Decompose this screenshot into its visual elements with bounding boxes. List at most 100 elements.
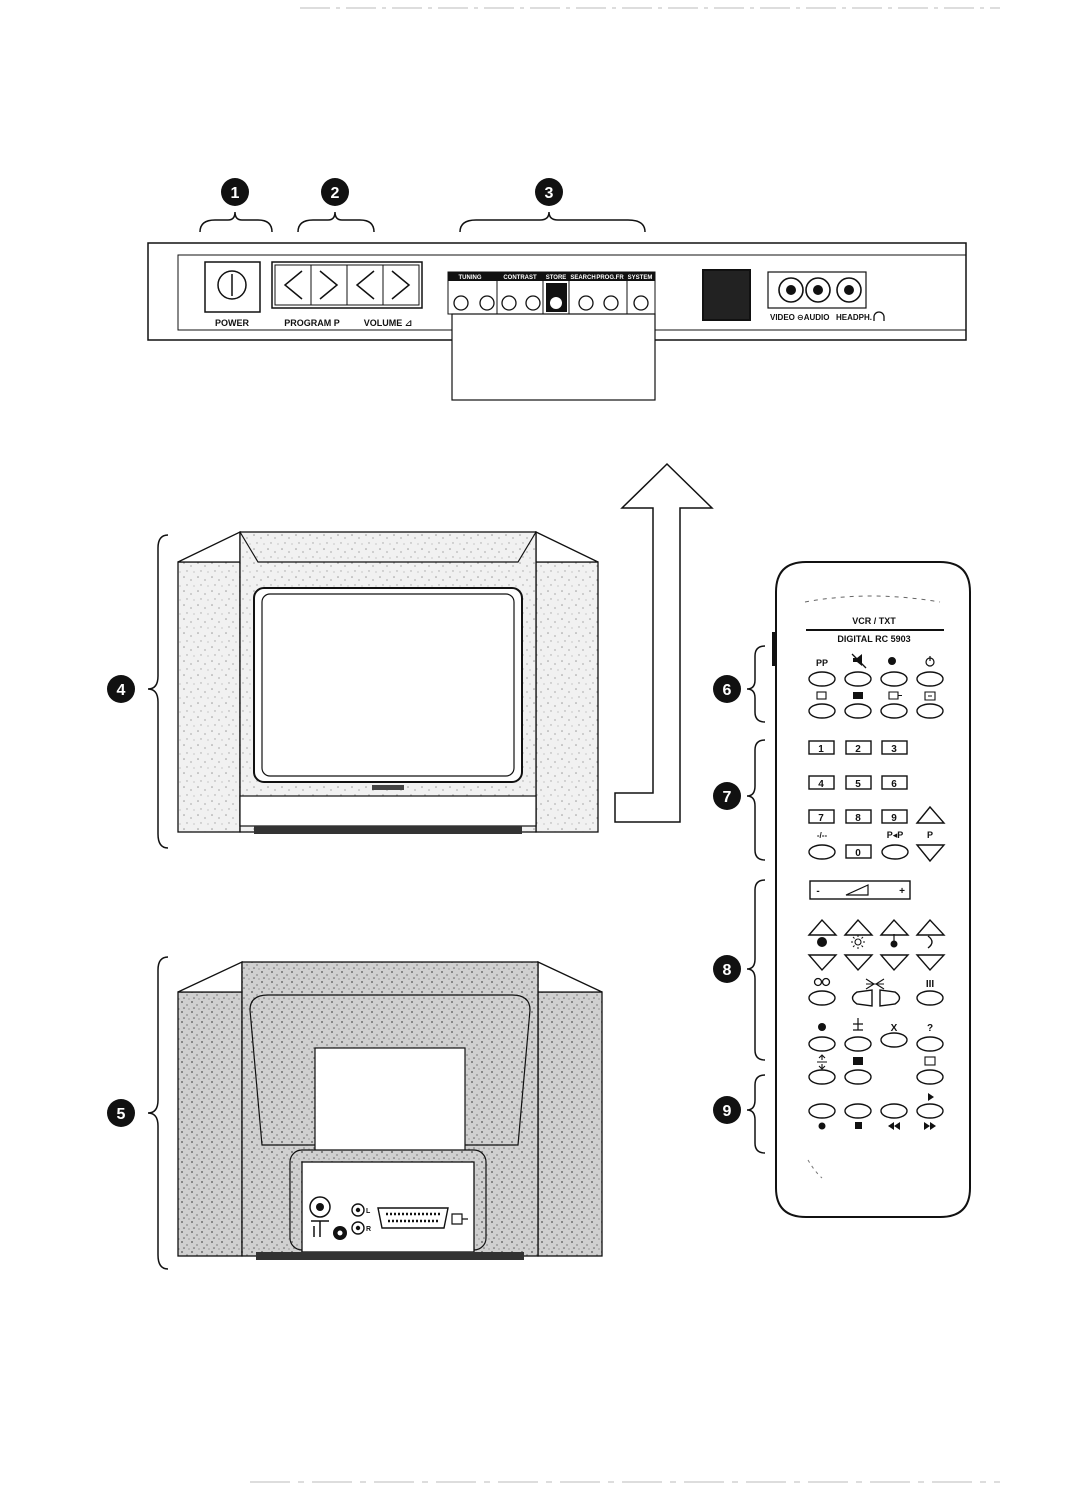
tv-text-mix-button[interactable] [916, 703, 944, 719]
color-up-key[interactable] [807, 918, 838, 936]
digit-key-0[interactable]: 0 [845, 844, 872, 859]
scart-connector[interactable] [377, 1207, 449, 1229]
progfr-knob[interactable] [603, 295, 619, 311]
headphone-jack[interactable] [836, 277, 862, 303]
callout-6: 6 [713, 675, 741, 703]
search-knob[interactable] [578, 295, 594, 311]
program-down-button[interactable] [274, 264, 312, 306]
volume-plus-label: + [899, 886, 905, 897]
brace-1 [199, 211, 273, 233]
volume-down-button[interactable] [346, 264, 384, 306]
contrast-plus-knob[interactable] [525, 295, 541, 311]
digit-key-9[interactable]: 9 [881, 809, 908, 824]
info-button[interactable] [916, 1069, 944, 1085]
audio-jack[interactable] [805, 277, 831, 303]
standby-icon [888, 657, 896, 665]
scart-icon [451, 1213, 468, 1225]
volume-wedge-icon [845, 884, 869, 896]
standby-button[interactable] [880, 671, 908, 687]
digit-key-1[interactable]: 1 [808, 740, 835, 755]
av-input-icon [888, 691, 902, 700]
program-up-key[interactable] [915, 805, 946, 824]
brace-3 [459, 211, 646, 233]
power-button[interactable] [204, 261, 261, 313]
digit-key-3[interactable]: 3 [881, 740, 908, 755]
color-key-button[interactable] [808, 1036, 836, 1052]
pp-button[interactable] [808, 671, 836, 687]
sleep-down-key[interactable] [915, 954, 946, 972]
brightness-down-key[interactable] [843, 954, 874, 972]
stop-button[interactable] [844, 1103, 872, 1119]
audio-l-label: L [366, 1208, 371, 1215]
svg-text:7: 7 [818, 813, 824, 824]
pp-label: PP [816, 658, 828, 668]
volume-bar[interactable]: - + [809, 880, 911, 900]
system-knob[interactable] [633, 295, 649, 311]
audio-l-input[interactable] [351, 1203, 365, 1217]
digit-key-5[interactable]: 5 [845, 775, 872, 790]
program-down-key[interactable] [915, 844, 946, 863]
brace-6 [746, 645, 766, 723]
antenna-icon [311, 1220, 329, 1237]
av-input-button[interactable] [880, 703, 908, 719]
play-icon [928, 1093, 934, 1101]
group-store-label: STORE [546, 275, 567, 281]
contrast-minus-knob[interactable] [501, 295, 517, 311]
tv-mode-button[interactable] [808, 703, 836, 719]
teletext-button[interactable] [844, 703, 872, 719]
callout-2: 2 [321, 178, 349, 206]
contrast-down-key[interactable] [879, 954, 910, 972]
audio-label: ⊖AUDIO [797, 313, 829, 322]
audio-r-input[interactable] [351, 1221, 365, 1235]
size-button[interactable] [808, 1069, 836, 1085]
program-label: PROGRAM P [284, 318, 340, 328]
tuning-minus-knob[interactable] [453, 295, 469, 311]
antenna-input[interactable] [309, 1196, 331, 1218]
tuning-plus-knob[interactable] [479, 295, 495, 311]
brace-9 [746, 1074, 766, 1154]
callout-7: 7 [713, 782, 741, 810]
power-label: POWER [215, 318, 250, 328]
question-label: ? [927, 1023, 933, 1034]
digit-key-7[interactable]: 7 [808, 809, 835, 824]
mute-button[interactable] [844, 671, 872, 687]
fast-forward-icon [924, 1122, 936, 1130]
program-up-button[interactable] [310, 264, 348, 306]
video-jack[interactable] [778, 277, 804, 303]
digit-key-8[interactable]: 8 [845, 809, 872, 824]
brace-2 [297, 211, 375, 233]
index-button[interactable] [844, 1036, 872, 1052]
mute-icon [851, 653, 867, 669]
info-icon [924, 1056, 936, 1066]
control-flap [451, 313, 656, 401]
balance-left-button[interactable] [851, 989, 873, 1007]
cancel-button[interactable] [880, 1032, 908, 1048]
sound-mode-button[interactable] [916, 990, 944, 1006]
svg-text:4: 4 [117, 682, 126, 699]
power-off-button[interactable] [916, 671, 944, 687]
dash-button[interactable] [808, 844, 836, 860]
play-ff-button[interactable] [916, 1103, 944, 1119]
digit-key-2[interactable]: 2 [845, 740, 872, 755]
svg-text:9: 9 [723, 1103, 732, 1120]
tv-front-view [177, 530, 599, 834]
surround-button[interactable] [808, 990, 836, 1006]
record-button[interactable] [808, 1103, 836, 1119]
digit-key-6[interactable]: 6 [881, 775, 908, 790]
pp-swap-button[interactable] [881, 844, 909, 860]
sleep-up-key[interactable] [915, 918, 946, 936]
svg-text:2: 2 [855, 744, 861, 755]
rewind-button[interactable] [880, 1103, 908, 1119]
balance-right-button[interactable] [879, 989, 901, 1007]
svg-text:7: 7 [723, 789, 732, 806]
freeze-button[interactable] [844, 1069, 872, 1085]
volume-up-button[interactable] [382, 264, 420, 306]
video-label: VIDEO [770, 313, 795, 322]
digit-key-4[interactable]: 4 [808, 775, 835, 790]
color-down-key[interactable] [807, 954, 838, 972]
brightness-icon [851, 935, 865, 949]
callout-9: 9 [713, 1096, 741, 1124]
teletext-icon [853, 692, 863, 699]
gear-icon [333, 1226, 347, 1240]
reveal-button[interactable] [916, 1036, 944, 1052]
